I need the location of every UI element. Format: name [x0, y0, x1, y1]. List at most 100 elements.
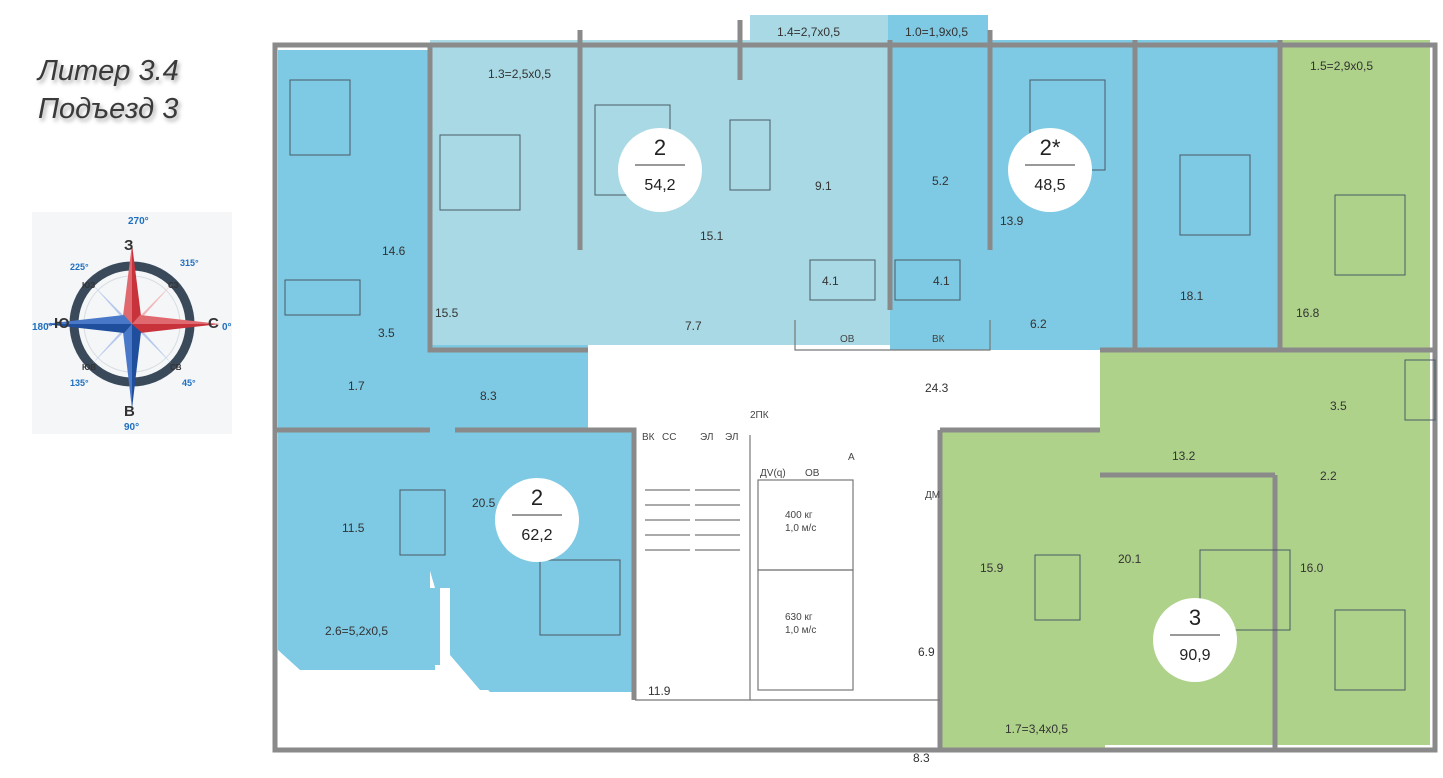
floor-plan: 2 54,2 2* 48,5 2 62,2 3 90,9 14.6 3.5 1.…	[272, 15, 1438, 765]
utility-label: ВК	[642, 432, 655, 443]
apartment-rooms: 2*	[1040, 135, 1061, 160]
room-area: 8.3	[913, 751, 930, 765]
elevator-capacity: 630 кг	[785, 612, 813, 623]
apartment-area: 62,2	[521, 527, 552, 544]
elevator-capacity: 400 кг	[785, 510, 813, 521]
apartment-badge-2-54: 2 54,2	[618, 128, 702, 212]
bathtub-icon	[809, 259, 876, 301]
compass-needle-down	[132, 324, 141, 409]
compass-label-nw: СЗ	[168, 281, 179, 290]
room-area: 18.1	[1180, 289, 1204, 303]
room-area: 14.6	[382, 244, 406, 258]
room-area: 15.9	[980, 561, 1004, 575]
elevator-large	[757, 569, 854, 691]
room-area: 4.1	[822, 274, 839, 288]
apartment-fill-2-62-bedroom	[460, 430, 634, 692]
compass-deg-nw: 315°	[180, 258, 199, 268]
compass-label-se: ЮВ	[82, 363, 96, 372]
compass-rose: З С В Ю 270° 0° 90° 180° 315° 45° 135° 2…	[32, 212, 232, 434]
bathtub-icon	[284, 279, 361, 316]
room-area: 11.5	[342, 521, 365, 535]
room-area: 20.5	[472, 496, 496, 510]
compass-label-ne: СВ	[170, 363, 182, 372]
room-area: 6.2	[1030, 317, 1047, 331]
balcony-fill-1-0	[888, 15, 988, 57]
apartment-badge-2-48: 2* 48,5	[1008, 128, 1092, 212]
apartment-rooms: 2	[531, 485, 543, 510]
room-area: 1.5=2,9х0,5	[1310, 59, 1373, 73]
apartment-fill-2-62-hall	[430, 345, 588, 435]
room-area: 1.0=1,9х0,5	[905, 25, 968, 39]
bed-icon	[1334, 194, 1406, 276]
balcony-fill-1-4	[750, 15, 888, 57]
entrance-title: Подъезд 3	[38, 93, 179, 125]
bathtub-icon	[894, 259, 961, 301]
apartment-fill-2-48	[890, 40, 1280, 350]
room-area: 5.2	[932, 174, 949, 188]
utility-label: 2ПК	[750, 410, 769, 421]
compass-deg-sw: 225°	[70, 262, 89, 272]
room-area: 20.1	[1118, 552, 1142, 566]
room-area: 1.4=2,7х0,5	[777, 25, 840, 39]
apartment-fill-3-90-kitchen	[940, 430, 1105, 750]
compass-deg-ne: 45°	[182, 378, 196, 388]
room-area: 4.1	[933, 274, 950, 288]
compass-south-letter: Ю	[54, 315, 69, 332]
staircase	[645, 489, 740, 551]
room-area: 1.7=3,4х0,5	[1005, 722, 1068, 736]
stair-hall	[635, 430, 750, 700]
room-area: 11.9	[648, 684, 671, 698]
room-area: 8.3	[480, 389, 497, 403]
dining-table-icon	[399, 489, 446, 556]
room-area: 2.6=5,2х0,5	[325, 624, 388, 638]
utility-label: ДМ	[925, 490, 940, 501]
compass-deg-east: 90°	[124, 422, 139, 433]
room-area: 3.5	[1330, 399, 1347, 413]
apartment-fill-3-90	[1100, 350, 1430, 745]
dining-table-icon	[729, 119, 771, 191]
compass-deg-west: 270°	[128, 216, 149, 227]
building-title: Литер 3.4	[38, 55, 179, 87]
room-area: 15.5	[435, 306, 459, 320]
utility-label: А	[848, 452, 855, 463]
dining-table-icon	[1034, 554, 1081, 621]
bathtub-icon	[1404, 359, 1436, 421]
compass-needle-right	[132, 324, 220, 333]
elevator-speed: 1,0 м/с	[785, 523, 816, 534]
apartment-area: 90,9	[1179, 647, 1210, 664]
room-area: 7.7	[685, 319, 702, 333]
compass-deg-north: 0°	[222, 322, 232, 333]
apartment-badge-3-90: 3 90,9	[1153, 598, 1237, 682]
room-area: 13.2	[1172, 449, 1196, 463]
bed-icon	[1334, 609, 1406, 691]
compass-west-letter: З	[124, 237, 133, 254]
compass-label-sw: ЮЗ	[82, 281, 95, 290]
apartment-area: 48,5	[1034, 177, 1065, 194]
room-area: 15.1	[700, 229, 724, 243]
apartment-fill-2-62-main	[278, 50, 430, 590]
utility-label: ОВ	[840, 334, 855, 345]
utility-label: ЭЛ	[700, 432, 713, 443]
apartment-badge-2-62: 2 62,2	[495, 478, 579, 562]
room-area: 1.3=2,5х0,5	[488, 67, 551, 81]
utility-label: СС	[662, 432, 676, 443]
room-area: 3.5	[378, 326, 395, 340]
balcony-fill-1-3	[440, 55, 570, 100]
compass-needle-left	[44, 324, 132, 333]
compass-north-letter: С	[208, 315, 219, 332]
room-area: 24.3	[925, 381, 949, 395]
apartment-rooms: 2	[654, 135, 666, 160]
compass-needle-up	[132, 244, 141, 324]
compass-deg-south: 180°	[32, 322, 53, 333]
compass-east-letter: В	[124, 403, 135, 420]
room-area: 6.9	[918, 645, 935, 659]
room-area: 2.2	[1320, 469, 1337, 483]
room-area: 13.9	[1000, 214, 1024, 228]
utility-label: ДV(q)	[760, 468, 786, 479]
room-area: 16.0	[1300, 561, 1324, 575]
room-area: 9.1	[815, 179, 832, 193]
utility-label: ЭЛ	[725, 432, 738, 443]
bed-icon	[1179, 154, 1251, 236]
room-area: 1.7	[348, 379, 365, 393]
apartment-area: 54,2	[644, 177, 675, 194]
